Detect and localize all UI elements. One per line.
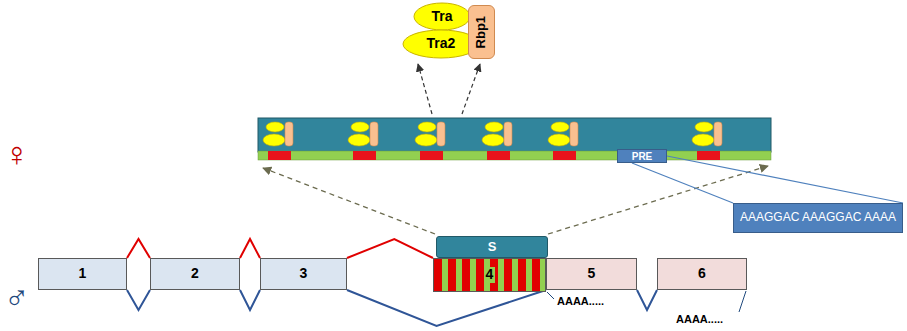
rbp1-protein bbox=[285, 122, 293, 146]
exon-panel bbox=[258, 118, 771, 152]
s-region-box: S bbox=[436, 236, 548, 258]
male-splice-line bbox=[127, 290, 150, 310]
binding-arrow bbox=[462, 64, 480, 114]
exon-box: 3 bbox=[260, 258, 347, 290]
repeat-element bbox=[697, 151, 720, 160]
tra-protein bbox=[695, 122, 713, 132]
female-splice-line bbox=[127, 239, 150, 258]
node-text: 5 bbox=[588, 266, 596, 281]
repeat-element bbox=[420, 151, 443, 160]
pre-box: PRE bbox=[617, 149, 667, 163]
node-text: 4 bbox=[484, 267, 496, 282]
pre-leader bbox=[632, 163, 733, 203]
tra-protein bbox=[551, 122, 569, 132]
tra-protein bbox=[418, 122, 436, 132]
female-splice-line bbox=[347, 239, 433, 258]
exon-box: 6 bbox=[657, 258, 747, 290]
male-splice-line bbox=[240, 290, 260, 310]
node-text: Tra2 bbox=[427, 36, 456, 51]
rbp1-protein bbox=[504, 122, 512, 146]
polya-leader bbox=[547, 292, 554, 299]
female-symbol: ♀ bbox=[4, 136, 30, 173]
binding-arrow bbox=[418, 64, 432, 114]
tra-protein bbox=[485, 122, 503, 132]
exon-box: 5 bbox=[546, 258, 637, 290]
node-text: Rbp1 bbox=[474, 16, 488, 49]
repeat-element bbox=[553, 151, 576, 160]
node-text: 3 bbox=[300, 266, 308, 281]
node-text: Tra bbox=[431, 9, 452, 24]
tra2-protein bbox=[348, 134, 370, 146]
polya-tail: AAAA..... bbox=[557, 295, 604, 307]
rbp1-protein bbox=[570, 122, 578, 146]
repeat-element bbox=[268, 151, 291, 160]
protein-ellipse: Tra bbox=[413, 2, 471, 31]
zoom-line bbox=[263, 168, 435, 234]
male-symbol: ♂ bbox=[4, 278, 30, 315]
rbp1-protein bbox=[437, 122, 445, 146]
node-text: 6 bbox=[698, 266, 706, 281]
tra2-protein bbox=[263, 134, 285, 146]
polya-leader bbox=[739, 291, 746, 312]
male-splice-line bbox=[347, 290, 546, 326]
node-text: 1 bbox=[79, 266, 87, 281]
sequence-callout: AAAGGAC AAAGGAC AAAA bbox=[733, 203, 903, 233]
exon-box: 4 bbox=[433, 258, 546, 292]
exon-box: 2 bbox=[150, 258, 240, 290]
polya-tail: AAAA..... bbox=[676, 313, 723, 325]
tra2-protein bbox=[548, 134, 570, 146]
repeat-element bbox=[487, 151, 510, 160]
exon-box: 1 bbox=[38, 258, 127, 290]
node-text: AAAGGAC AAAGGAC AAAA bbox=[740, 211, 896, 224]
repeat-element bbox=[353, 151, 376, 160]
pre-leader bbox=[667, 156, 903, 203]
rbp1-protein bbox=[714, 122, 722, 146]
male-splice-line bbox=[637, 290, 657, 310]
tra2-protein bbox=[415, 134, 437, 146]
female-splice-line bbox=[240, 239, 260, 258]
node-text: 2 bbox=[191, 266, 199, 281]
rbp1-protein bbox=[370, 122, 378, 146]
rna-strip bbox=[258, 151, 771, 160]
tra-protein bbox=[351, 122, 369, 132]
tra2-protein bbox=[692, 134, 714, 146]
tra-protein bbox=[266, 122, 284, 132]
node-text: S bbox=[488, 240, 497, 254]
node-text: PRE bbox=[632, 151, 653, 162]
protein-box: Rbp1 bbox=[468, 5, 495, 59]
tra2-protein bbox=[482, 134, 504, 146]
